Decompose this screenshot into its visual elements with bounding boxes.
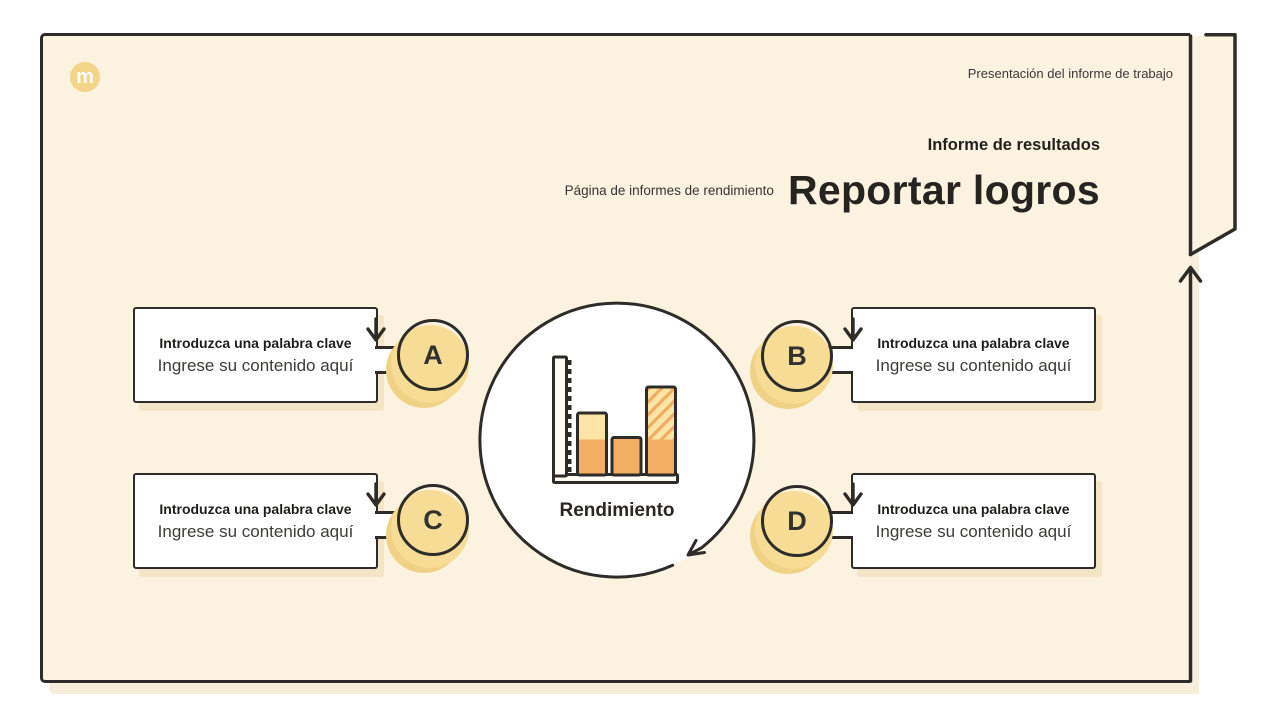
page-title: Reportar logros [787,167,1100,213]
down-arrow-icon [843,317,863,342]
keyword-placeholder[interactable]: Introduzca una palabra clave [877,334,1070,351]
page-fold-ribbon [1188,33,1237,257]
subtitle: Informe de resultados [927,136,1100,154]
header-note: Presentación del informe de trabajo [967,66,1173,81]
keyword-box-a[interactable]: Introduzca una palabra clave Ingrese su … [133,307,378,403]
content-placeholder[interactable]: Ingrese su contenido aquí [157,355,354,375]
keyword-placeholder[interactable]: Introduzca una palabra clave [159,334,352,351]
letter-badge-c: C [385,484,475,574]
center-label: Rendimiento [559,500,675,521]
keyword-box-c[interactable]: Introduzca una palabra clave Ingrese su … [133,473,378,569]
bar-chart-icon [552,355,679,484]
down-arrow-icon [366,482,386,507]
badge-letter: C [397,484,469,556]
letter-badge-d: D [749,485,839,575]
keyword-placeholder[interactable]: Introduzca una palabra clave [159,500,352,517]
keyword-box-b[interactable]: Introduzca una palabra clave Ingrese su … [851,307,1096,403]
m-logo-icon: m [70,62,100,92]
down-arrow-icon [366,317,386,342]
badge-letter: A [397,319,469,391]
keyword-placeholder[interactable]: Introduzca una palabra clave [877,500,1070,517]
keyword-box-d[interactable]: Introduzca una palabra clave Ingrese su … [851,473,1096,569]
letter-badge-b: B [749,320,839,410]
content-placeholder[interactable]: Ingrese su contenido aquí [875,521,1072,541]
letter-badge-a: A [385,319,475,409]
badge-letter: B [761,320,833,392]
title-side-label: Página de informes de rendimiento [564,183,774,198]
content-placeholder[interactable]: Ingrese su contenido aquí [875,355,1072,375]
title-block: Informe de resultados Página de informes… [565,136,1100,211]
down-arrow-icon [843,482,863,507]
badge-letter: D [761,485,833,557]
logo-letter: m [76,66,94,88]
content-placeholder[interactable]: Ingrese su contenido aquí [157,521,354,541]
